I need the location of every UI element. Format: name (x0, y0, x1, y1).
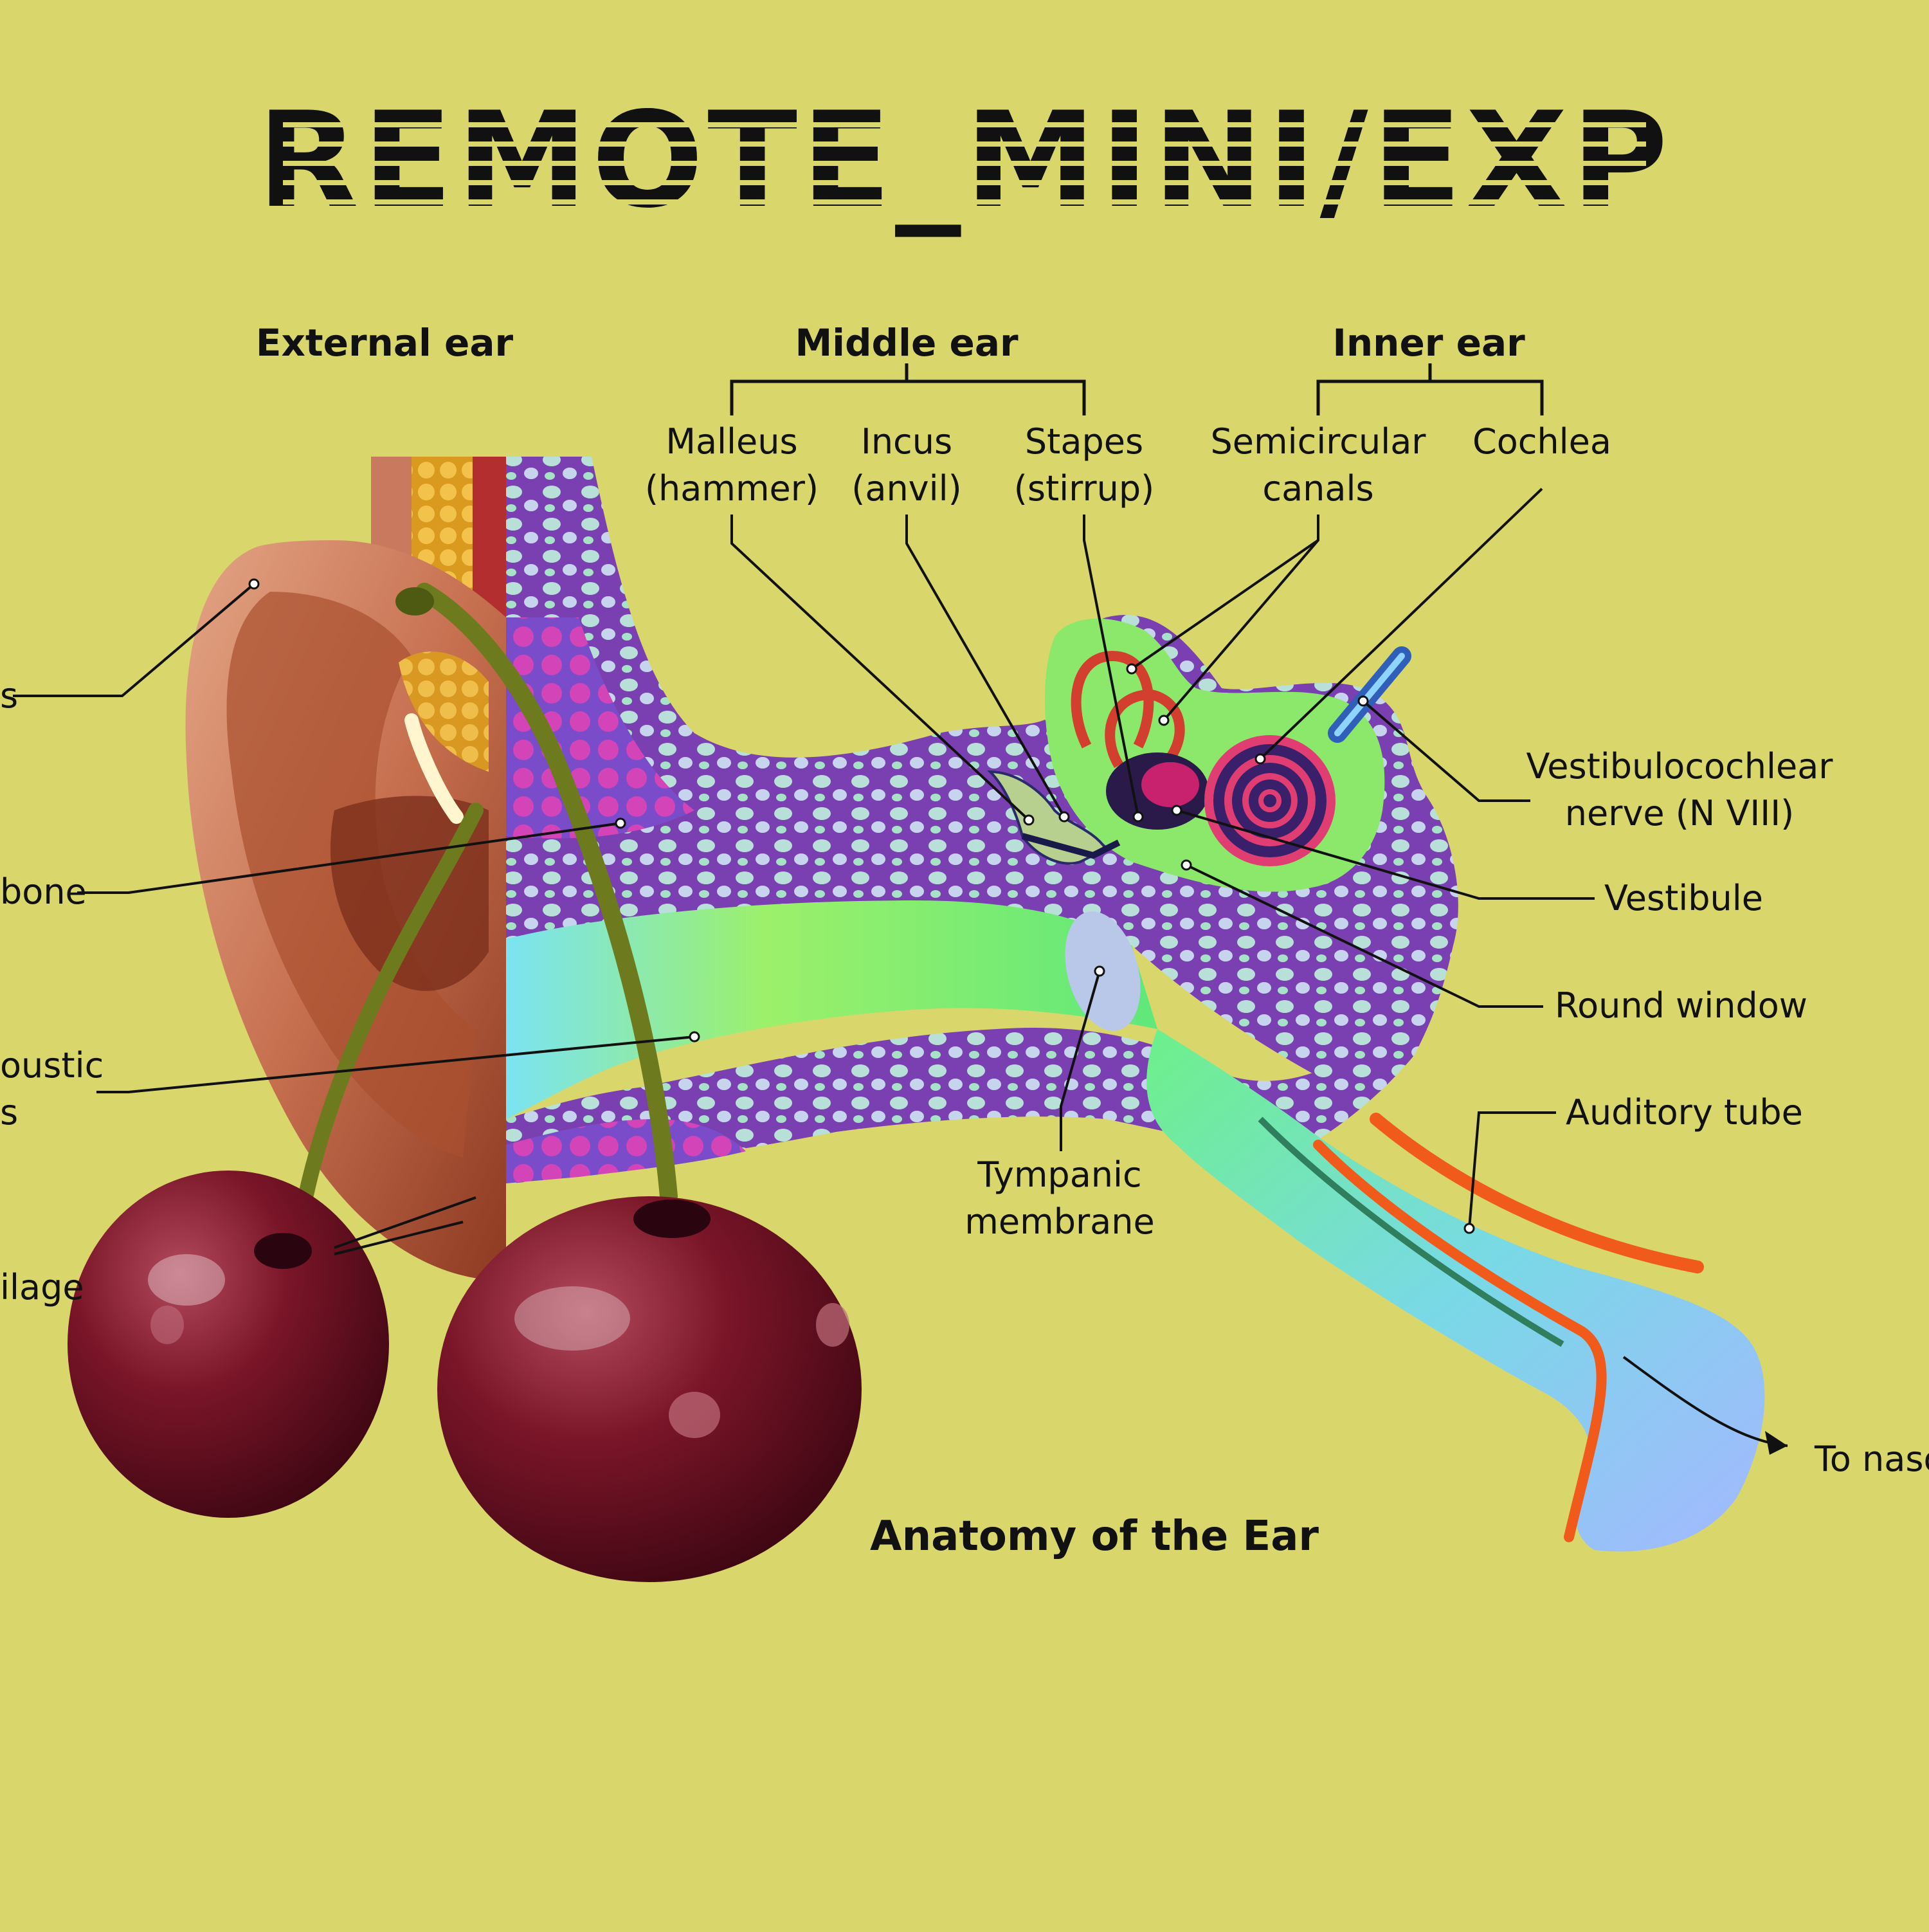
label-semicircular-2: canals (1262, 468, 1373, 509)
leader-dots (248, 578, 1475, 1234)
banner-stripes (283, 103, 1646, 205)
cochlea-shape (1204, 735, 1336, 866)
diagram-title: Anatomy of the Ear (870, 1513, 1319, 1560)
label-vestibulocochlear-1: Vestibulocochlear (1526, 746, 1834, 787)
label-stapes-1: Stapes (1025, 421, 1143, 462)
label-cochlea: Cochlea (1472, 421, 1611, 462)
label-round-window: Round window (1555, 985, 1807, 1026)
external-ear (185, 457, 506, 1280)
header-middle-ear: Middle ear (795, 321, 1019, 365)
label-vestibule: Vestibule (1604, 878, 1763, 918)
label-malleus-1: Malleus (666, 421, 797, 462)
semicircular-canals-shape (1071, 650, 1185, 769)
label-malleus-2: (hammer) (645, 468, 819, 509)
banner: REMOTE_MINI/EXP (257, 84, 1668, 237)
label-left-partial-3a: oustic (0, 1045, 104, 1086)
label-auditory-tube: Auditory tube (1566, 1092, 1803, 1133)
label-semicircular-1: Semicircular (1210, 421, 1426, 462)
label-left-partial-4: ilage (0, 1267, 84, 1308)
header-external-ear: External ear (256, 321, 514, 365)
header-inner-ear: Inner ear (1332, 321, 1525, 365)
label-left-partial-2: bone (0, 871, 87, 912)
label-tympanic-1: Tympanic (977, 1154, 1141, 1195)
labels: Malleus (hammer) Incus (anvil) Stapes (s… (0, 421, 1929, 1479)
label-left-partial-1: s (0, 675, 18, 716)
label-stapes-2: (stirrup) (1014, 468, 1154, 509)
label-tympanic-2: membrane (964, 1201, 1154, 1242)
label-vestibulocochlear-2: nerve (N VIII) (1565, 793, 1794, 834)
label-left-partial-3b: s (0, 1092, 18, 1133)
header-brackets (730, 363, 1544, 415)
label-to-nasopharynx: To naso (1814, 1439, 1929, 1479)
label-incus-1: Incus (861, 421, 952, 462)
label-incus-2: (anvil) (851, 468, 961, 509)
leader-lines (13, 488, 1788, 1447)
cherries-decoration (68, 583, 862, 1582)
middle-inner-ear (506, 457, 1765, 1552)
nasopharynx-arrowhead (1765, 1431, 1788, 1455)
